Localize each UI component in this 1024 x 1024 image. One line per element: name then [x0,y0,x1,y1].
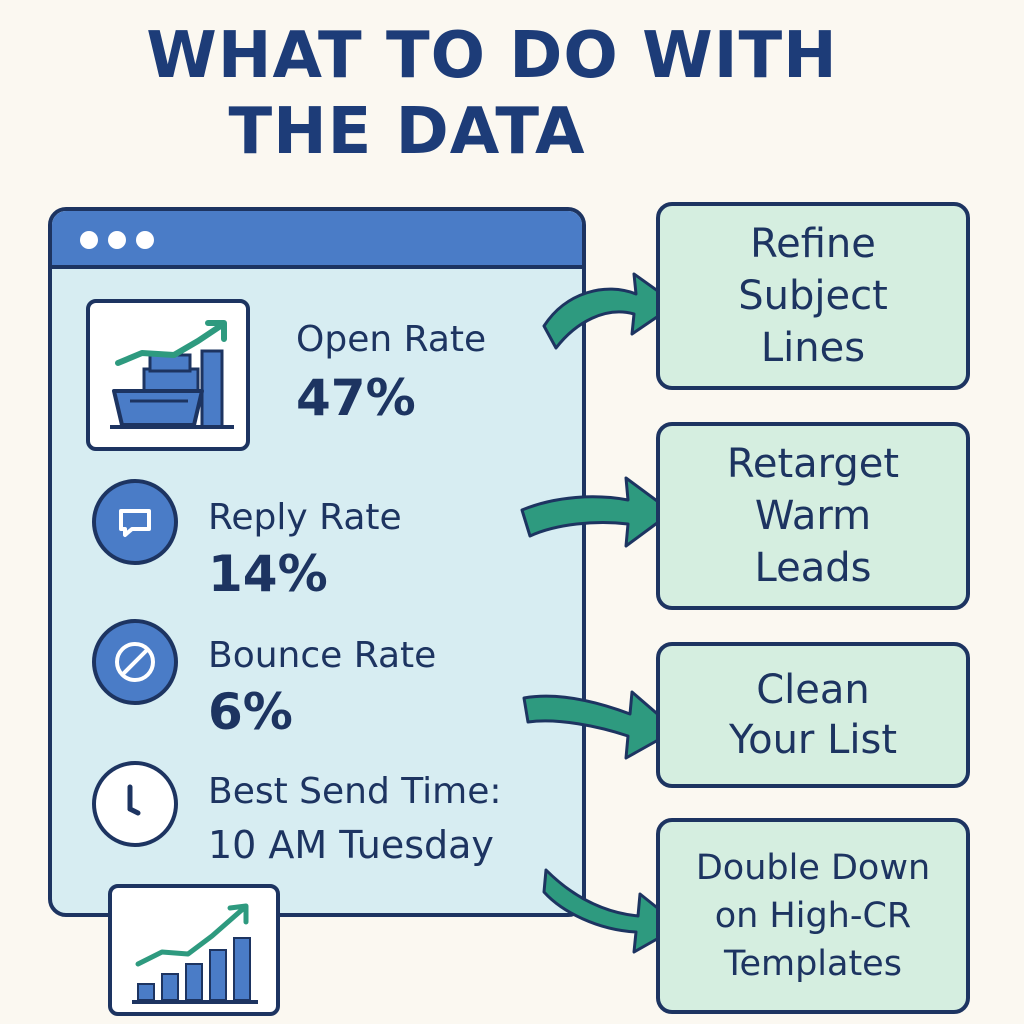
action-text: Retarget Warm Leads [726,441,900,591]
page-title-line-2: THE DATA [228,95,586,169]
growth-chart-icon [108,884,280,1016]
window-dot-icon [80,231,98,249]
send-time-label: Best Send Time: [208,771,502,812]
clock-icon [92,761,178,847]
reply-rate-value: 14% [208,545,328,603]
blocked-icon [92,619,178,705]
bounce-rate-value: 6% [208,683,293,741]
arrow-icon [520,476,674,548]
chart-basket-icon [86,299,250,451]
send-time-value: 10 AM Tuesday [208,823,494,867]
bounce-rate-label: Bounce Rate [208,635,437,676]
metrics-window: Open Rate 47% Reply Rate 14% Bounce Rate… [48,207,586,917]
action-clean-your-list: Clean Your List [656,642,970,788]
action-text: Refine Subject Lines [738,221,888,371]
reply-rate-label: Reply Rate [208,497,402,538]
window-dot-icon [108,231,126,249]
action-double-down-templates: Double Down on High-CR Templates [656,818,970,1014]
arrow-icon [522,690,678,760]
open-rate-label: Open Rate [296,319,487,360]
action-refine-subject-lines: Refine Subject Lines [656,202,970,390]
action-text: Double Down on High-CR Templates [695,848,931,984]
chat-bubble-icon [92,479,178,565]
page-title: WHAT TO DO WITH THE DATA [0,18,1024,170]
action-text: Clean Your List [728,667,898,763]
page-title-line-1: WHAT TO DO WITH [146,19,838,93]
window-dot-icon [136,231,154,249]
open-rate-value: 47% [296,369,416,427]
window-title-bar [52,211,582,269]
action-retarget-warm-leads: Retarget Warm Leads [656,422,970,610]
